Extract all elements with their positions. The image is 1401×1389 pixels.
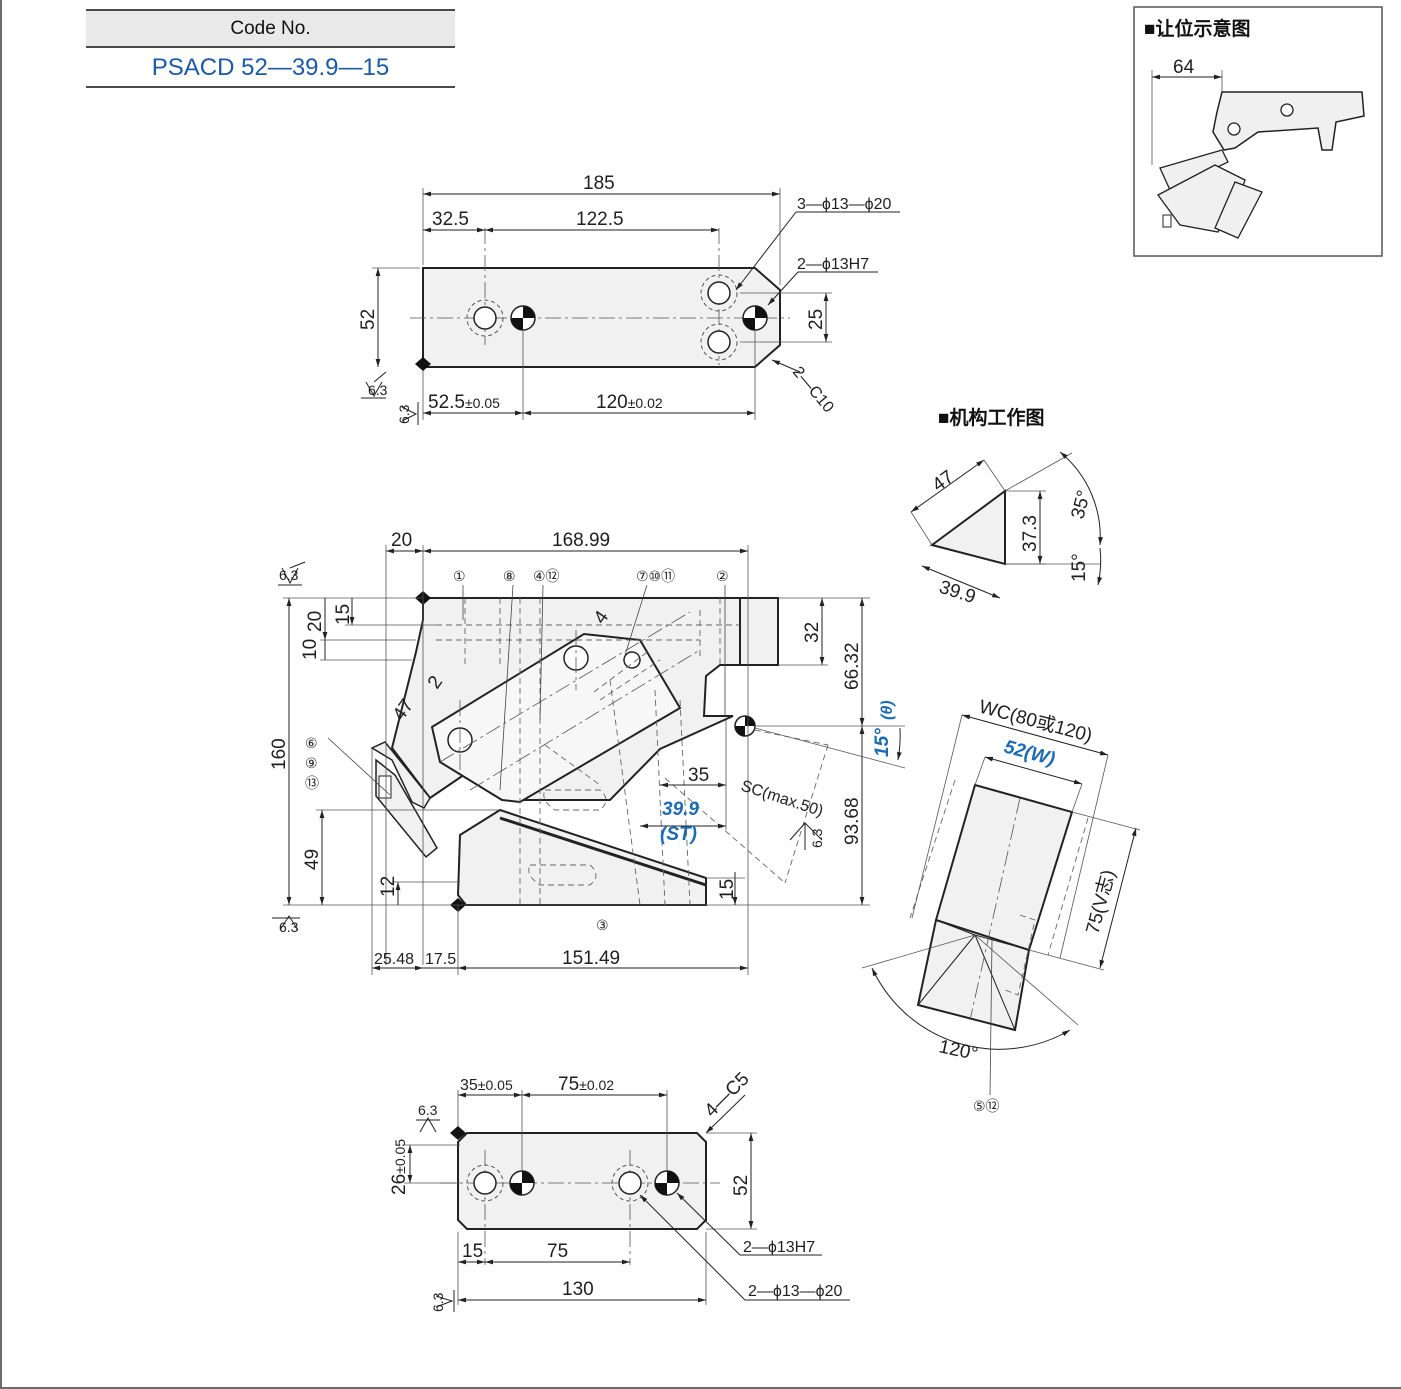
side-dim-v: 75(V志) [1082,867,1120,936]
front-dim-10: 10 [300,639,321,660]
mech-angle-35: 35° [1068,488,1096,521]
front-dim-20b: 20 [305,611,326,632]
mech-dim-37-3: 37.3 [1020,515,1041,552]
part-label-8: ⑧ [503,568,516,584]
front-view: 20 168.99 ① ⑧ ④⑫ ⑦⑩⑪ ② 160 15 20 10 ⑥ ⑨ … [269,530,906,975]
code-value: PSACD 52—39.9—15 [86,48,455,88]
front-dim-15: 15 [333,604,354,625]
mechanism-view-title: ■机构工作图 [938,406,1044,429]
bottom-dim-75b: 75 [547,1241,568,1262]
mech-dim-47: 47 [929,467,958,496]
front-dim-20: 20 [391,530,412,551]
top-view: 185 32.5 122.5 52 25 52.5±0.05 120±0.02 … [358,173,900,425]
top-pin-holes-label: 2—ϕ13H7 [797,256,869,273]
front-theta: (θ) [879,700,896,720]
top-chamfer-label: 2—C10 [789,364,837,417]
part-label-5-12: ⑤⑫ [973,1098,1000,1114]
front-dim-12: 12 [378,876,399,897]
top-dim-185: 185 [583,173,615,194]
part-label-7-10-11: ⑦⑩⑪ [636,568,675,584]
front-stroke-st: (ST) [660,824,697,845]
relief-view-title: ■让位示意图 [1144,17,1250,40]
front-dim-151-49: 151.49 [562,948,620,969]
part-label-1: ① [453,568,466,584]
part-label-3: ③ [596,917,609,933]
dowel-pin-icon [509,1170,535,1196]
bottom-pin-holes-label: 2—ϕ13H7 [743,1239,815,1256]
part-label-9: ⑨ [305,755,318,771]
surface-roughness-icon: 6.3 [368,382,388,398]
front-dim-35: 35 [688,765,709,786]
surface-roughness-icon: 6.3 [279,567,299,583]
bottom-view: 35±0.05 75±0.02 4—C5 26±0.05 52 15 75 13… [389,1069,850,1312]
mech-angle-15: 15° [1069,553,1090,582]
relief-dim-64: 64 [1173,57,1195,78]
dowel-pin-icon [654,1170,680,1196]
bottom-dim-26: 26±0.05 [389,1139,410,1195]
front-dim-25-48: 25.48 [374,951,414,968]
code-header: Code No. [86,9,455,48]
top-dim-122-5: 122.5 [576,209,624,230]
front-dim-17-5: 17.5 [425,951,456,968]
surface-roughness-icon: 6.3 [279,919,299,935]
front-dim-66-32: 66.32 [842,642,863,690]
side-dim-wc: WC(80或120) [977,696,1095,747]
top-dim-52: 52 [358,309,379,330]
top-dim-32-5: 32.5 [432,209,469,230]
front-dim-93-68: 93.68 [842,797,863,845]
bottom-holes-label: 2—ϕ13—ϕ20 [748,1283,843,1300]
surface-roughness-icon: 6.3 [396,404,412,424]
front-dim-15b: 15 [717,879,738,900]
dowel-pin-icon [742,305,768,331]
top-holes-label: 3—ϕ13—ϕ20 [797,196,892,213]
bottom-chamfer-label: 4—C5 [701,1069,754,1122]
dowel-pin-icon [734,715,756,737]
dowel-pin-icon [510,305,536,331]
front-dim-49: 49 [302,849,323,870]
front-stroke-39-9: 39.9 [662,799,699,820]
front-angle-15: 15° [872,728,893,757]
bottom-dim-35: 35±0.05 [460,1077,513,1094]
bottom-dim-15: 15 [462,1241,483,1262]
surface-roughness-icon: 6.3 [418,1102,438,1118]
side-view: WC(80或120) 52(W) 75(V志) 120° ⑤⑫ [861,696,1141,1114]
part-label-13: ⑬ [305,775,319,791]
side-dim-w: 52(W) [1002,737,1057,771]
bottom-dim-130: 130 [562,1279,594,1300]
front-dim-32: 32 [802,622,823,643]
surface-roughness-icon: 6.3 [809,828,825,848]
bottom-dim-75a: 75±0.02 [558,1074,614,1095]
side-angle-120: 120° [937,1036,980,1065]
top-dim-25: 25 [806,309,827,330]
bottom-dim-52: 52 [731,1175,752,1196]
top-dim-52-5: 52.5±0.05 [428,392,500,413]
part-label-2: ② [716,568,729,584]
front-dim-160: 160 [269,738,290,770]
top-dim-120: 120±0.02 [596,392,663,413]
part-label-4-12: ④⑫ [533,568,560,584]
part-label-6: ⑥ [305,735,318,751]
mech-dim-39-9: 39.9 [936,577,978,608]
front-sc-max: SC(max.50) [739,778,825,821]
mechanism-view: ■机构工作图 47 37.3 39.9 35° 15° [910,406,1103,608]
code-number-table: Code No. PSACD 52—39.9—15 [86,9,455,88]
relief-view: ■让位示意图 64 [1133,6,1383,257]
front-dim-168-99: 168.99 [552,530,610,551]
surface-roughness-icon: 6.3 [430,1292,446,1312]
